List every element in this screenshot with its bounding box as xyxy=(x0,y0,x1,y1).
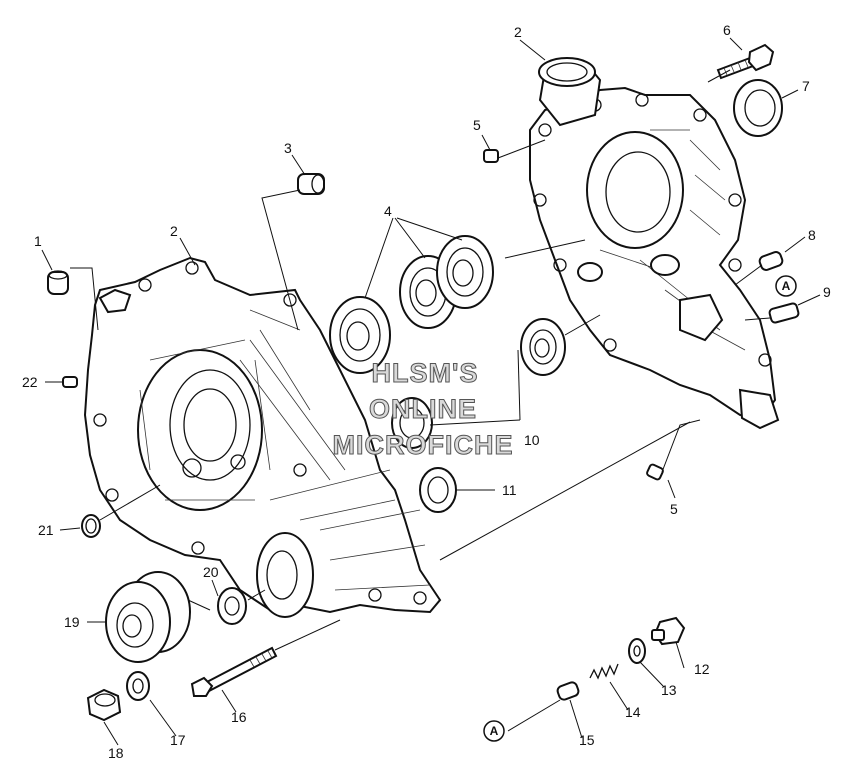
part-washer-17 xyxy=(126,671,150,701)
part-plug-18 xyxy=(86,688,122,722)
watermark-line-3: MICROFICHE xyxy=(333,430,514,460)
part-plug-9 xyxy=(768,302,800,324)
part-dowel-22 xyxy=(62,376,78,388)
part-spring-14 xyxy=(589,663,619,680)
callout-2-left: 2 xyxy=(170,223,178,239)
callout-2-right: 2 xyxy=(514,24,522,40)
callout-6: 6 xyxy=(723,22,731,38)
callout-12: 12 xyxy=(694,661,710,677)
svg-text:A: A xyxy=(490,724,499,738)
callout-9: 9 xyxy=(823,284,831,300)
callout-5-top: 5 xyxy=(473,117,481,133)
part-dowel-8 xyxy=(758,251,784,271)
part-washer-13 xyxy=(628,638,646,664)
callout-19: 19 xyxy=(64,614,80,630)
part-bearing-10b xyxy=(391,397,433,449)
part-dowel-5-bottom xyxy=(646,463,664,481)
callout-17: 17 xyxy=(170,732,186,748)
part-dowel-5-top xyxy=(483,149,499,163)
callout-21: 21 xyxy=(38,522,54,538)
right-crankcase-half xyxy=(529,57,780,430)
callout-18: 18 xyxy=(108,745,124,761)
callout-4: 4 xyxy=(384,203,392,219)
callout-16: 16 xyxy=(231,709,247,725)
part-bearing-4c xyxy=(436,235,494,309)
part-oring-21 xyxy=(81,514,101,538)
part-pulley-19 xyxy=(105,571,191,663)
leader-lines xyxy=(41,37,821,746)
part-bolt-6 xyxy=(716,43,775,80)
part-bushing-3 xyxy=(297,173,325,195)
part-seal-20 xyxy=(217,587,247,625)
part-pin-15 xyxy=(556,681,580,701)
part-bolt-12 xyxy=(651,616,686,646)
callout-11: 11 xyxy=(502,482,517,498)
callout-7: 7 xyxy=(802,78,810,94)
callout-22: 22 xyxy=(22,374,38,390)
part-bearing-4a xyxy=(329,296,391,374)
watermark: HLSM'S ONLINE MICROFICHE xyxy=(332,358,514,461)
callout-numbers: 1 2 3 4 5 2 6 7 8 9 22 10 11 5 21 20 19 … xyxy=(22,22,831,761)
svg-text:A: A xyxy=(782,279,791,293)
callout-5-bottom: 5 xyxy=(670,501,678,517)
reference-marker-a-top: A xyxy=(775,275,797,297)
callout-10: 10 xyxy=(524,432,540,448)
reference-marker-a-bottom: A xyxy=(483,720,505,742)
left-crankcase-half xyxy=(83,256,442,618)
callout-14: 14 xyxy=(625,704,641,720)
part-bearing-11 xyxy=(419,467,457,513)
callout-20: 20 xyxy=(203,564,219,580)
part-bolt-16 xyxy=(190,646,278,697)
callout-1: 1 xyxy=(34,233,42,249)
part-dowel-1 xyxy=(47,270,69,295)
watermark-line-2: ONLINE xyxy=(369,394,477,424)
part-bearing-10a xyxy=(520,318,566,376)
callout-13: 13 xyxy=(661,682,677,698)
callout-3: 3 xyxy=(284,140,292,156)
watermark-line-1: HLSM'S xyxy=(372,358,479,388)
callout-15: 15 xyxy=(579,732,595,748)
part-seal-7 xyxy=(733,79,783,137)
callout-8: 8 xyxy=(808,227,816,243)
